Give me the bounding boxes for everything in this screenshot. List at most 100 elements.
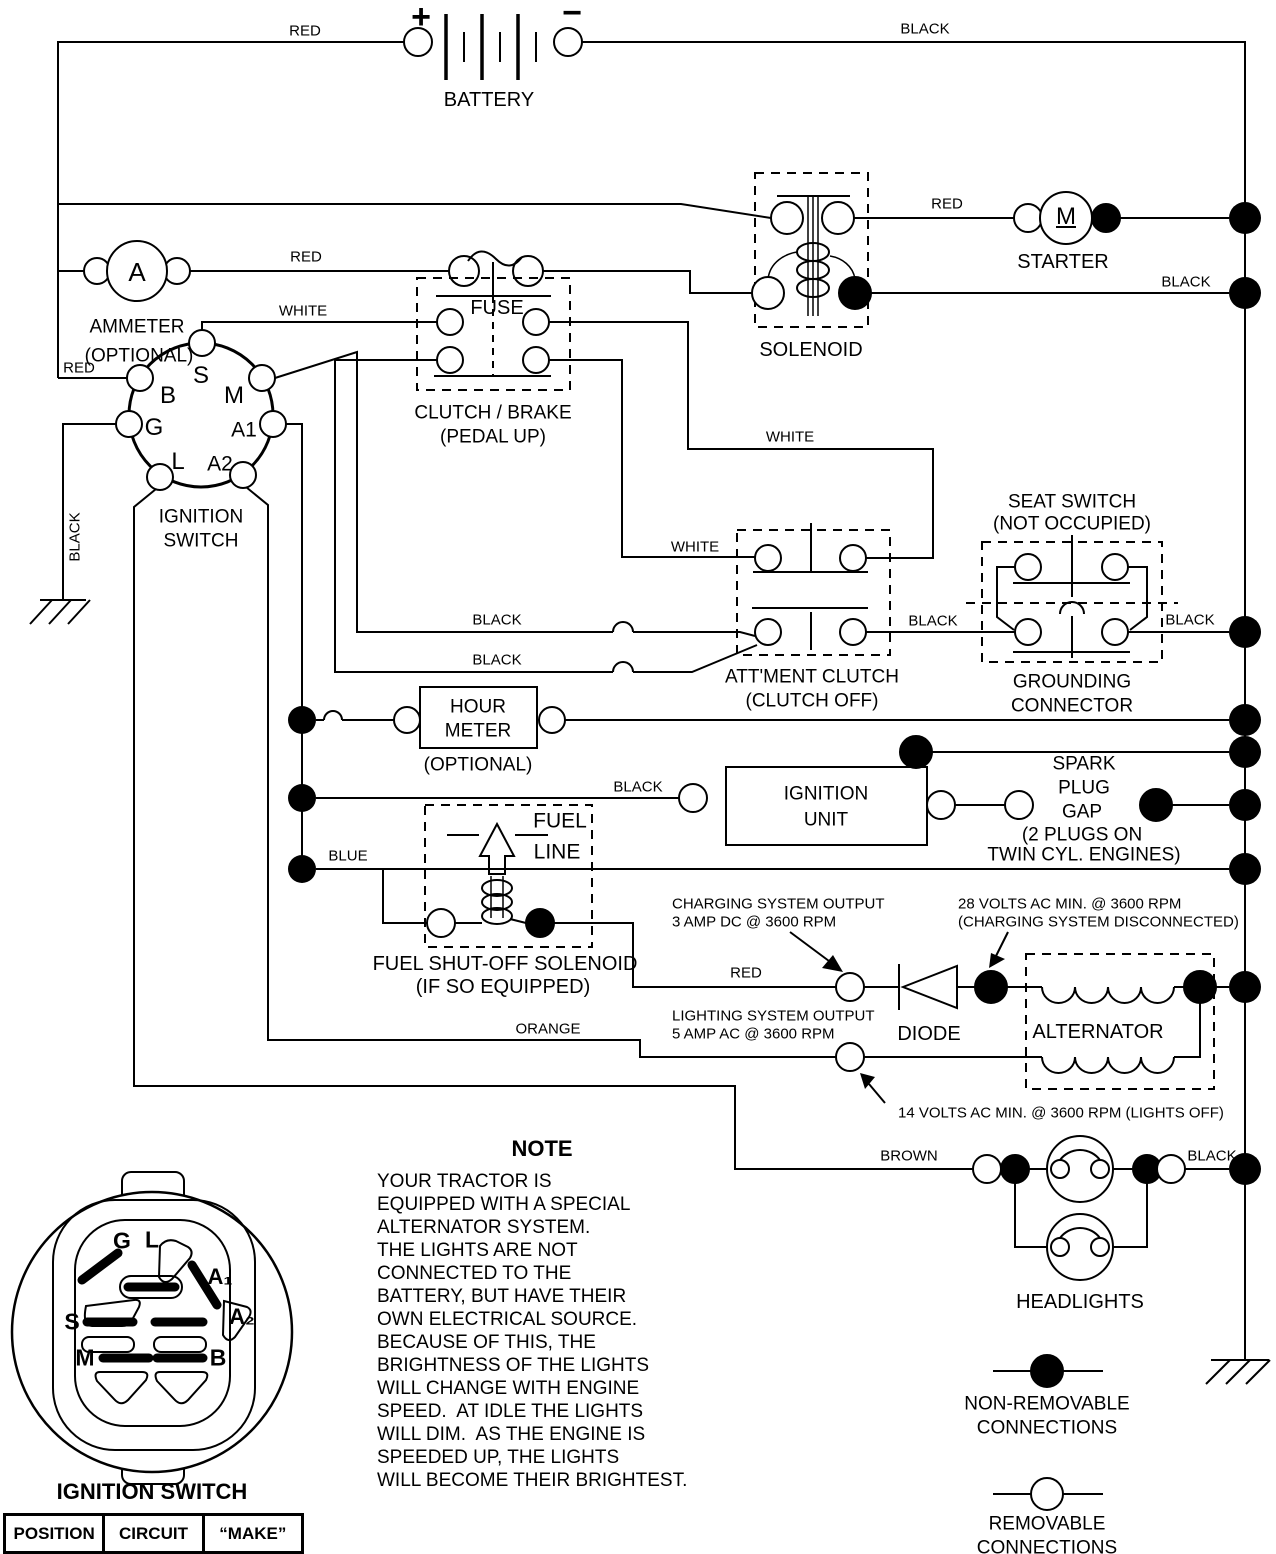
label-hour-meter-sub: (OPTIONAL): [423, 754, 533, 776]
note-line: THE LIGHTS ARE NOT: [377, 1240, 578, 1261]
label-fuel-solenoid-1: FUEL SHUT-OFF SOLENOID: [372, 953, 638, 975]
alternator-symbol: [835, 953, 1217, 1090]
label-wire-white-s: WHITE: [278, 302, 328, 320]
label-wire-red-fuse: RED: [290, 248, 322, 266]
label-fuse: FUSE: [470, 297, 524, 319]
wire-hop-icons: [323, 621, 634, 724]
label-battery-plus: +: [411, 0, 431, 36]
label-detail-term-a2: A₂: [229, 1304, 255, 1329]
label-wire-black-starter: BLACK: [1161, 273, 1211, 291]
label-hour-meter-1: HOUR: [450, 696, 506, 718]
label-alternator: ALTERNATOR: [1032, 1021, 1164, 1043]
label-detail-term-l: L: [144, 1226, 160, 1253]
label-spark-5: TWIN CYL. ENGINES): [987, 844, 1181, 866]
note-line: WILL BECOME THEIR BRIGHTEST.: [377, 1470, 688, 1491]
attment-clutch-symbol: [736, 523, 891, 656]
label-headlights: HEADLIGHTS: [1016, 1291, 1144, 1313]
label-spark-2: PLUG: [1058, 777, 1110, 799]
label-ign-term-a2: A2: [207, 452, 233, 476]
label-legend-nonremovable-1: NON-REMOVABLE: [964, 1393, 1130, 1415]
ground-icon-right: [1205, 1359, 1271, 1385]
note-line: BECAUSE OF THIS, THE: [377, 1332, 596, 1353]
legend-nonremovable-icon: [993, 1354, 1103, 1388]
label-detail-term-b: B: [209, 1344, 227, 1371]
label-wire-red-diode: RED: [730, 964, 762, 982]
label-legend-removable-2: CONNECTIONS: [976, 1537, 1118, 1554]
fuel-solenoid-symbol: [424, 804, 593, 948]
note-title: NOTE: [511, 1136, 573, 1161]
ammeter-symbol: [83, 240, 191, 302]
label-wire-black-battery: BLACK: [900, 20, 950, 38]
label-wire-red-starter: RED: [931, 195, 963, 213]
label-wire-black-headlights: BLACK: [1187, 1147, 1237, 1165]
table-header-make: “MAKE”: [219, 1523, 287, 1543]
label-lighting-note-2: 5 AMP AC @ 3600 RPM: [672, 1025, 835, 1043]
label-ammeter-sub: (OPTIONAL): [84, 345, 194, 367]
label-legend-removable-1: REMOVABLE: [988, 1513, 1106, 1535]
label-detail-term-g: G: [113, 1227, 131, 1254]
note-line: SPEED. AT IDLE THE LIGHTS: [377, 1401, 644, 1422]
label-wire-black-ground: BLACK: [1165, 611, 1215, 629]
label-solenoid: SOLENOID: [759, 339, 863, 361]
label-spark-3: GAP: [1061, 801, 1103, 823]
label-wire-white-mid: WHITE: [765, 428, 815, 446]
label-ignition-unit-2: UNIT: [803, 809, 849, 831]
label-wire-red-battery: RED: [289, 22, 321, 40]
label-ammeter-symbol: A: [128, 257, 146, 287]
diode-symbol: [835, 964, 1008, 1010]
label-wire-black-att-1: BLACK: [472, 611, 522, 629]
clutch-brake-symbol: [416, 262, 571, 391]
label-legend-nonremovable-2: CONNECTIONS: [976, 1417, 1118, 1439]
hour-meter-symbol: [393, 686, 566, 749]
label-starter: STARTER: [1017, 251, 1109, 273]
label-clutch-brake-1: CLUTCH / BRAKE: [414, 402, 572, 424]
label-seat-switch-1: SEAT SWITCH: [1007, 491, 1137, 513]
label-detail-term-a1: A₁: [207, 1264, 233, 1289]
label-charging-note-2: 3 AMP DC @ 3600 RPM: [672, 913, 837, 931]
label-spark-1: SPARK: [1052, 753, 1116, 775]
label-wire-brown: BROWN: [880, 1147, 938, 1165]
label-ammeter: AMMETER: [89, 316, 185, 338]
label-fuel-line-1: FUEL: [533, 809, 587, 833]
label-ign-term-b: B: [159, 382, 177, 409]
label-battery: BATTERY: [443, 89, 535, 111]
junction-dots: [288, 202, 1261, 1185]
label-wire-black-seat: BLACK: [908, 612, 958, 630]
annotation-arrow-icons: [789, 931, 1009, 1104]
label-ign-term-m: M: [224, 382, 244, 409]
label-wire-black-g: BLACK: [66, 512, 84, 562]
label-volts14: 14 VOLTS AC MIN. @ 3600 RPM (LIGHTS OFF): [898, 1104, 1224, 1122]
label-ign-term-s: S: [192, 362, 210, 389]
label-ign-term-g: G: [144, 414, 164, 441]
note-line: YOUR TRACTOR IS: [377, 1171, 552, 1192]
label-detail-term-s: S: [64, 1308, 80, 1335]
label-clutch-brake-2: (PEDAL UP): [440, 426, 546, 448]
note-line: OWN ELECTRICAL SOURCE.: [377, 1309, 638, 1330]
note-line: BATTERY, BUT HAVE THEIR: [377, 1286, 627, 1307]
label-wire-black-att-2: BLACK: [472, 651, 522, 669]
label-diode: DIODE: [897, 1023, 961, 1045]
note-line: WILL CHANGE WITH ENGINE: [377, 1378, 640, 1399]
table-header-position: POSITION: [6, 1516, 106, 1551]
ignition-switch-symbol: [115, 329, 287, 491]
label-fuel-line-2: LINE: [533, 840, 581, 864]
label-attment-clutch-1: ATT'MENT CLUTCH: [725, 666, 899, 688]
table-header-circuit: CIRCUIT: [105, 1516, 205, 1551]
label-wire-white-att: WHITE: [670, 538, 720, 556]
label-grounding-2: CONNECTOR: [1010, 695, 1134, 717]
label-wire-red-b: RED: [63, 359, 95, 377]
label-lighting-note-1: LIGHTING SYSTEM OUTPUT: [672, 1007, 875, 1025]
label-fuel-solenoid-2: (IF SO EQUIPPED): [415, 976, 591, 998]
label-wire-black-ign-unit: BLACK: [613, 778, 663, 796]
starter-symbol: [1013, 191, 1121, 245]
label-ignition-switch-title: IGNITION SWITCH: [56, 1479, 248, 1504]
fuse-symbol: [448, 250, 544, 287]
label-ignition-switch-2: SWITCH: [163, 530, 239, 552]
ignition-unit-symbol: [678, 735, 1173, 846]
note-line: BRIGHTNESS OF THE LIGHTS: [377, 1355, 650, 1376]
label-charging-note-1: CHARGING SYSTEM OUTPUT: [672, 895, 885, 913]
label-wire-blue: BLUE: [328, 847, 368, 865]
